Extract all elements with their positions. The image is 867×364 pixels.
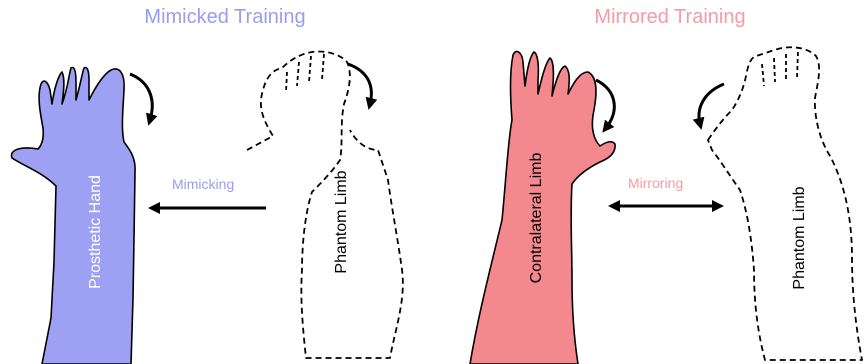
contralateral-limb-label: Contralateral Limb	[527, 108, 547, 328]
phantom-limb-right-shape	[708, 47, 862, 360]
mirrored-training-title: Mirrored Training	[520, 6, 820, 29]
phantom-fingertips-right	[762, 52, 798, 86]
prosthetic-hand-shape	[12, 68, 136, 364]
rotation-arrow-phantom-left	[348, 64, 371, 104]
phantom-limb-left-label: Phantom Limb	[332, 112, 352, 332]
rotation-arrow-prosthetic	[130, 74, 152, 120]
mimicking-label: Mimicking	[172, 176, 234, 192]
mirroring-label: Mirroring	[628, 175, 683, 191]
mimicked-training-title: Mimicked Training	[80, 6, 370, 29]
prosthetic-hand-label: Prosthetic Hand	[86, 122, 106, 342]
rotation-arrow-contralateral	[596, 80, 614, 128]
rotation-arrow-phantom-right	[699, 84, 724, 124]
phantom-limb-right-label: Phantom Limb	[790, 128, 810, 348]
phantom-limb-left-shape	[247, 51, 403, 358]
